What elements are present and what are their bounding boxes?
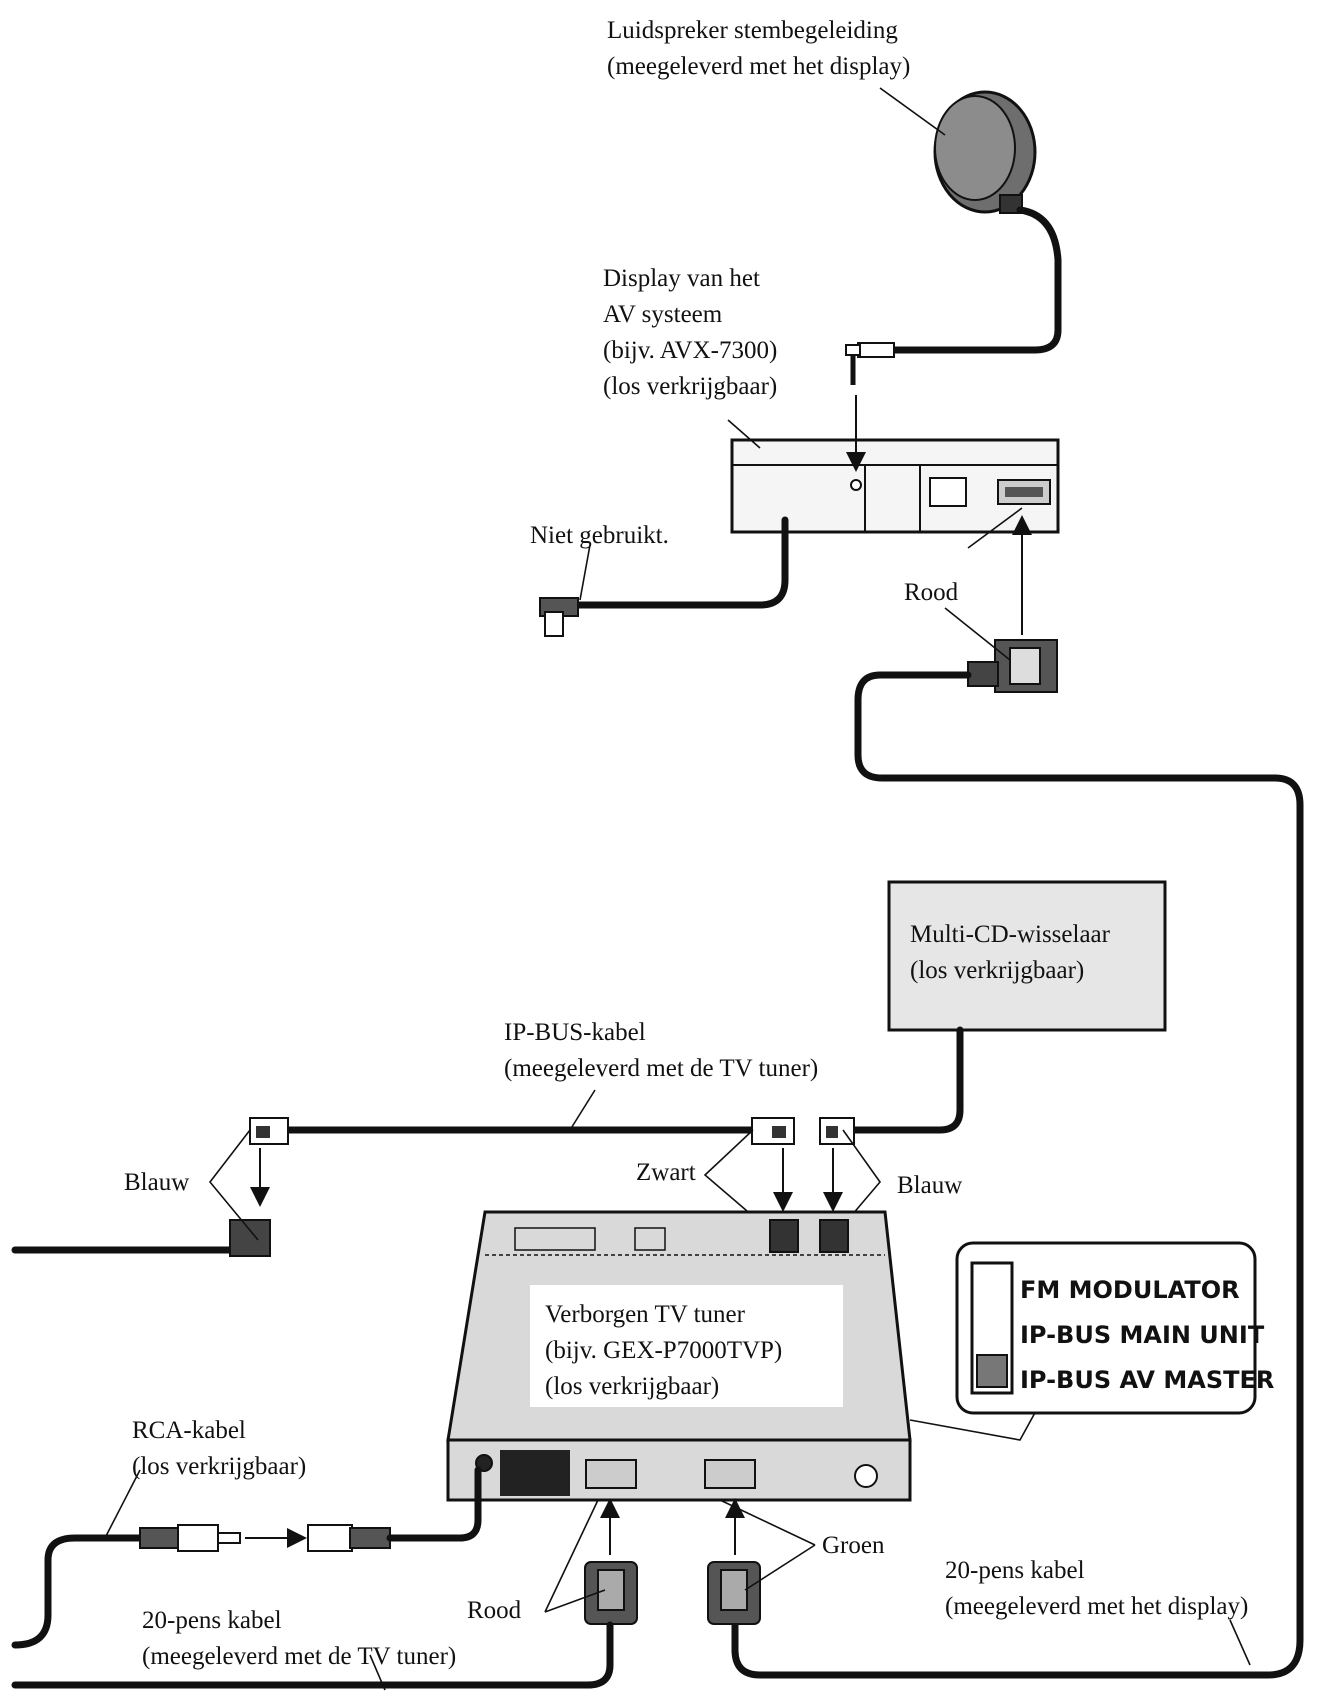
zwart-socket	[769, 1219, 799, 1253]
ipbus-label-1: IP-BUS-kabel	[504, 1019, 646, 1046]
switch-option-fm-modulator: FM MODULATOR	[1020, 1276, 1240, 1304]
ipbus-plug-left	[249, 1117, 289, 1145]
black-label: Zwart	[636, 1159, 696, 1186]
blue-left-leader	[208, 1129, 259, 1241]
cd-ipbus-cable	[846, 1026, 964, 1134]
red-connector-top	[967, 639, 1058, 693]
ipbus-plug-zwart	[751, 1117, 795, 1145]
speaker-leader	[879, 87, 946, 136]
switch-option-av-master: IP-BUS AV MASTER	[1020, 1366, 1274, 1394]
rca-plug-right	[307, 1524, 391, 1552]
ipbus-label-2: (meegeleverd met de TV tuner)	[504, 1055, 818, 1082]
rca-label-1: RCA-kabel	[132, 1417, 246, 1444]
rca-leader	[104, 1469, 141, 1539]
speaker-cable	[886, 206, 1062, 354]
switch-slider	[976, 1354, 1008, 1388]
20pin-cable-display	[731, 671, 1304, 1679]
speaker-label-1: Luidspreker stembegeleiding	[607, 17, 898, 44]
display-leader	[727, 419, 761, 449]
blue-socket-left	[229, 1219, 271, 1257]
red-bottom-label: Rood	[467, 1597, 522, 1624]
20pin-display-label-2: (meegeleverd met het display)	[945, 1593, 1248, 1620]
tuner-label-2: (bijv. GEX-P7000TVP)	[545, 1337, 782, 1364]
guidance-speaker	[933, 90, 1037, 214]
multi-cd-changer	[887, 880, 1167, 1032]
display-label-1: Display van het	[603, 265, 760, 292]
rca-label-2: (los verkrijgbaar)	[132, 1453, 306, 1480]
green-connector-bottom	[707, 1561, 761, 1625]
red-bottom-leader	[544, 1499, 599, 1613]
blauw-socket	[819, 1219, 849, 1253]
display-label-2: AV systeem	[603, 301, 723, 328]
green-socket-tuner	[704, 1459, 756, 1489]
speaker-label-2: (meegeleverd met het display)	[607, 53, 910, 80]
red-top-label: Rood	[904, 579, 959, 606]
20pin-tuner-label-2: (meegeleverd met de TV tuner)	[142, 1643, 456, 1670]
display-label-3: (bijv. AVX-7300)	[603, 337, 777, 364]
red-bottom-leader-2	[544, 1589, 606, 1613]
red-socket-tuner	[585, 1459, 637, 1489]
tuner-label-3: (los verkrijgbaar)	[545, 1373, 719, 1400]
red-top-leader-2	[967, 507, 1023, 549]
ipbus-leader	[569, 1089, 596, 1131]
20pin-display-label-1: 20-pens kabel	[945, 1557, 1085, 1584]
blue-right-label: Blauw	[897, 1172, 962, 1199]
red-top-leader	[944, 607, 1011, 661]
blue-left-label: Blauw	[124, 1169, 189, 1196]
ipbus-plug-blauw	[819, 1117, 855, 1145]
20pin-display-leader	[1229, 1619, 1251, 1666]
green-leader	[719, 1499, 816, 1546]
cd-changer-label-2: (los verkrijgbaar)	[910, 957, 1084, 984]
not-used-label: Niet gebruikt.	[530, 522, 669, 549]
mode-switch-callout	[955, 1241, 1257, 1415]
green-leader-2	[744, 1544, 816, 1591]
20pin-tuner-leader	[369, 1654, 386, 1691]
20pin-cable-tuner	[11, 1621, 614, 1689]
unused-cable	[571, 516, 789, 609]
green-label: Groen	[822, 1532, 885, 1559]
display-label-4: (los verkrijgbaar)	[603, 373, 777, 400]
not-used-leader	[579, 544, 591, 601]
cd-changer-label-1: Multi-CD-wisselaar	[910, 921, 1111, 948]
switch-option-main-unit: IP-BUS MAIN UNIT	[1020, 1321, 1265, 1349]
20pin-tuner-label-1: 20-pens kabel	[142, 1607, 282, 1634]
tv-tuner-unit	[446, 1210, 912, 1502]
rca-cable-left	[11, 1534, 144, 1649]
av-display-unit	[730, 438, 1060, 534]
rca-plug-left	[139, 1524, 241, 1552]
unused-plug	[539, 597, 579, 637]
rca-cable-right	[386, 1466, 482, 1542]
tuner-label-1: Verborgen TV tuner	[545, 1301, 746, 1328]
speaker-jack-plug	[845, 342, 895, 385]
red-connector-bottom	[584, 1561, 638, 1625]
